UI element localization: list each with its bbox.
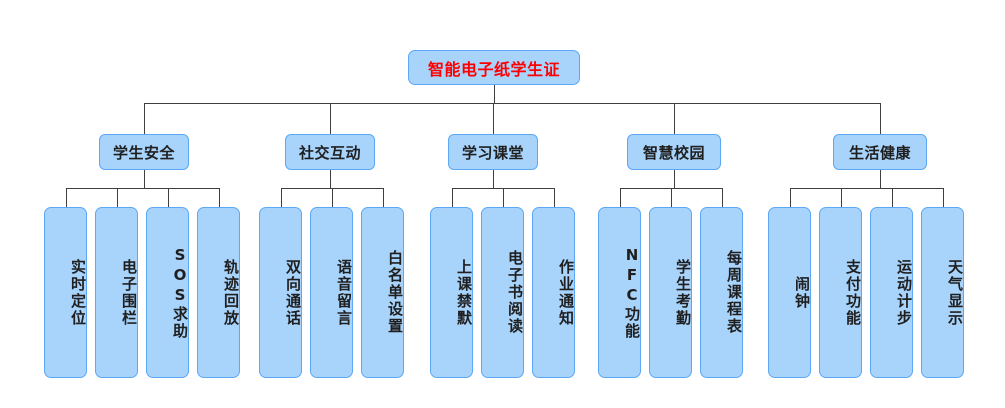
leaf-node-4-1[interactable]: NFC功能 bbox=[598, 207, 641, 378]
connector-leaf-drop bbox=[65, 188, 67, 207]
connector-leaf-drop bbox=[218, 188, 220, 207]
connector-leaf-drop bbox=[167, 188, 169, 207]
leaf-node-4-2[interactable]: 学生考勤 bbox=[649, 207, 692, 378]
leaf-node-label: 每周课程表 bbox=[725, 250, 743, 335]
connector-leaf-bus bbox=[789, 188, 943, 189]
leaf-node-5-1[interactable]: 闹钟 bbox=[768, 207, 811, 378]
branch-node-5[interactable]: 生活健康 bbox=[833, 134, 927, 170]
branch-node-2[interactable]: 社交互动 bbox=[285, 134, 375, 170]
leaf-node-label: 双向通话 bbox=[284, 258, 302, 327]
branch-node-1[interactable]: 学生安全 bbox=[99, 134, 189, 170]
leaf-node-5-2[interactable]: 支付功能 bbox=[819, 207, 862, 378]
leaf-node-label: 语音留言 bbox=[335, 258, 353, 327]
connector-leaf-drop bbox=[116, 188, 118, 207]
leaf-node-label: 白名单设置 bbox=[386, 250, 404, 335]
connector-leaf-drop bbox=[721, 188, 723, 207]
connector-root-stem bbox=[494, 85, 495, 103]
leaf-node-label: NFC功能 bbox=[623, 245, 641, 340]
connector-branch-drop bbox=[880, 103, 881, 134]
leaf-node-1-3[interactable]: SOS求助 bbox=[146, 207, 189, 378]
leaf-node-label: SOS求助 bbox=[171, 245, 189, 340]
root-node[interactable]: 智能电子纸学生证 bbox=[408, 50, 580, 85]
leaf-node-3-1[interactable]: 上课禁默 bbox=[430, 207, 473, 378]
leaf-node-4-3[interactable]: 每周课程表 bbox=[700, 207, 743, 378]
leaf-node-3-3[interactable]: 作业通知 bbox=[532, 207, 575, 378]
connector-level1-bus bbox=[144, 103, 880, 104]
connector-leaf-drop bbox=[451, 188, 453, 207]
leaf-node-2-3[interactable]: 白名单设置 bbox=[361, 207, 404, 378]
branch-node-4[interactable]: 智慧校园 bbox=[627, 134, 721, 170]
connector-leaf-drop bbox=[840, 188, 842, 207]
connector-branch-drop bbox=[330, 103, 331, 134]
connector-leaf-drop bbox=[382, 188, 384, 207]
branch-node-3[interactable]: 学习课堂 bbox=[448, 134, 538, 170]
connector-leaf-drop bbox=[331, 188, 333, 207]
leaf-node-label: 电子书阅读 bbox=[506, 250, 524, 335]
leaf-node-label: 支付功能 bbox=[844, 258, 862, 327]
connector-branch-stem bbox=[493, 170, 494, 188]
connector-branch-drop bbox=[674, 103, 675, 134]
leaf-node-label: 作业通知 bbox=[557, 258, 575, 327]
leaf-node-label: 闹钟 bbox=[793, 275, 811, 310]
leaf-node-3-2[interactable]: 电子书阅读 bbox=[481, 207, 524, 378]
leaf-node-label: 上课禁默 bbox=[455, 258, 473, 327]
leaf-node-5-3[interactable]: 运动计步 bbox=[870, 207, 913, 378]
connector-leaf-drop bbox=[670, 188, 672, 207]
connector-leaf-drop bbox=[280, 188, 282, 207]
connector-branch-stem bbox=[674, 170, 675, 188]
leaf-node-label: 天气显示 bbox=[946, 258, 964, 327]
connector-leaf-drop bbox=[553, 188, 555, 207]
connector-leaf-drop bbox=[942, 188, 944, 207]
leaf-node-label: 电子围栏 bbox=[120, 258, 138, 327]
connector-leaf-drop bbox=[619, 188, 621, 207]
connector-leaf-drop bbox=[502, 188, 504, 207]
leaf-node-2-2[interactable]: 语音留言 bbox=[310, 207, 353, 378]
connector-branch-drop bbox=[493, 103, 494, 134]
leaf-node-5-4[interactable]: 天气显示 bbox=[921, 207, 964, 378]
connector-branch-stem bbox=[330, 170, 331, 188]
leaf-node-1-4[interactable]: 轨迹回放 bbox=[197, 207, 240, 378]
leaf-node-2-1[interactable]: 双向通话 bbox=[259, 207, 302, 378]
leaf-node-label: 运动计步 bbox=[895, 258, 913, 327]
leaf-node-1-1[interactable]: 实时定位 bbox=[44, 207, 87, 378]
leaf-node-1-2[interactable]: 电子围栏 bbox=[95, 207, 138, 378]
leaf-node-label: 学生考勤 bbox=[674, 258, 692, 327]
leaf-node-label: 实时定位 bbox=[69, 258, 87, 327]
connector-branch-stem bbox=[144, 170, 145, 188]
connector-branch-stem bbox=[880, 170, 881, 188]
connector-leaf-drop bbox=[891, 188, 893, 207]
connector-leaf-drop bbox=[789, 188, 791, 207]
connector-branch-drop bbox=[144, 103, 145, 134]
connector-leaf-bus bbox=[65, 188, 219, 189]
leaf-node-label: 轨迹回放 bbox=[222, 258, 240, 327]
